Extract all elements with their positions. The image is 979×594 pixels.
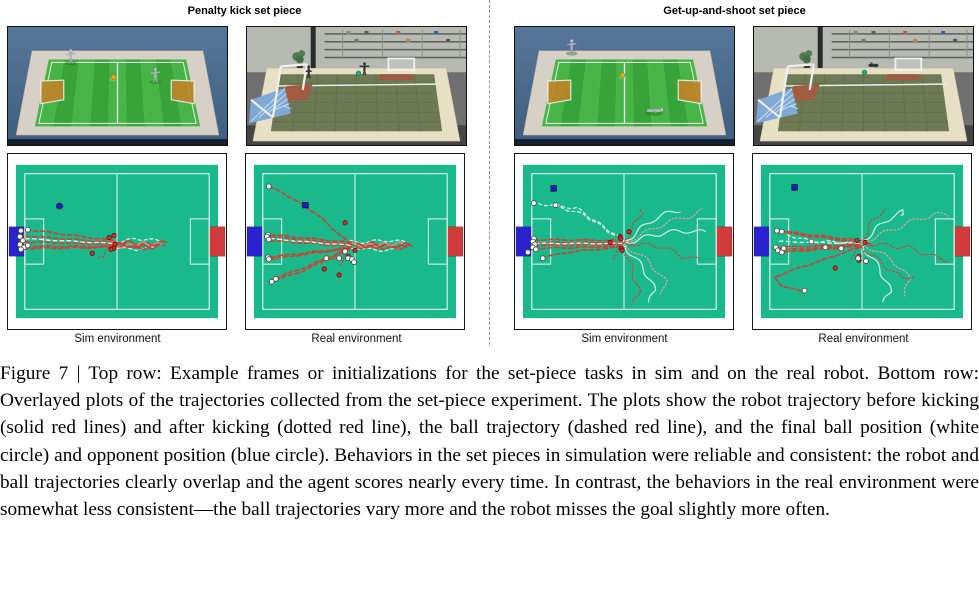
penalty-sim-render-image bbox=[7, 26, 228, 146]
getup-sim-trajectory-plot bbox=[514, 153, 734, 330]
get-up-and-shoot-title: Get-up-and-shoot set piece bbox=[663, 5, 806, 17]
getup-sim-label: Sim environment bbox=[581, 333, 668, 345]
penalty-real-label: Real environment bbox=[311, 333, 402, 345]
getup-top-row bbox=[490, 26, 979, 146]
penalty-kick-column: Penalty kick set piece Sim environment R… bbox=[0, 0, 489, 345]
getup-real-label: Real environment bbox=[818, 333, 909, 345]
penalty-label-row: Sim environment Real environment bbox=[0, 333, 489, 345]
penalty-kick-title: Penalty kick set piece bbox=[187, 5, 302, 17]
getup-plot-row bbox=[490, 153, 979, 330]
penalty-plot-row bbox=[0, 153, 489, 330]
penalty-real-photo-image bbox=[246, 26, 467, 146]
penalty-real-trajectory-plot bbox=[245, 153, 465, 330]
penalty-sim-label: Sim environment bbox=[74, 333, 161, 345]
getup-sim-render-image bbox=[514, 26, 735, 146]
getup-label-row: Sim environment Real environment bbox=[490, 333, 979, 345]
penalty-top-row bbox=[0, 26, 489, 146]
penalty-sim-trajectory-plot bbox=[7, 153, 227, 330]
getup-real-photo-image bbox=[753, 26, 974, 146]
getup-real-trajectory-plot bbox=[752, 153, 972, 330]
figure-caption: Figure 7 | Top row: Example frames or in… bbox=[0, 363, 979, 521]
get-up-and-shoot-column: Get-up-and-shoot set piece Sim environme… bbox=[489, 0, 979, 345]
figure-7: Penalty kick set piece Sim environment R… bbox=[0, 0, 979, 345]
